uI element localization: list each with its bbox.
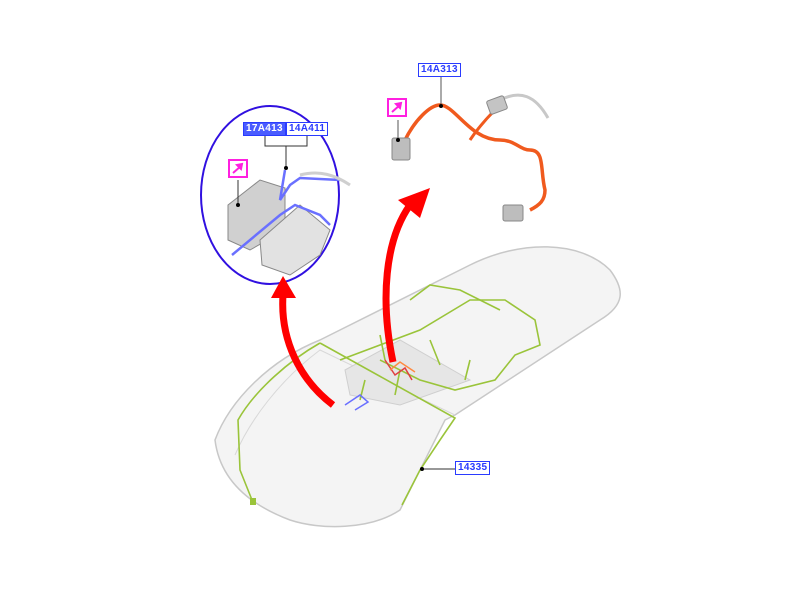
red-arrow-right	[382, 188, 430, 363]
arrow-up-right-icon	[391, 101, 403, 113]
roof-harness-14335	[237, 284, 541, 506]
arrow-up-right-icon	[232, 162, 244, 174]
upper-harness-14A313	[391, 93, 550, 222]
leader-dot	[284, 166, 288, 170]
part-label-14A313[interactable]: 14A313	[418, 63, 461, 77]
leader-dot	[420, 467, 424, 471]
part-label-17A413[interactable]: 17A413	[243, 122, 286, 136]
callout-box	[387, 98, 407, 117]
inset-module	[227, 169, 351, 276]
leader-dot	[236, 203, 240, 207]
red-arrow-left	[271, 276, 336, 408]
roof-panel	[214, 246, 621, 528]
leader-dot	[396, 138, 400, 142]
leader-dot	[439, 104, 443, 108]
part-label-14335[interactable]: 14335	[455, 461, 491, 475]
center-connectors	[344, 359, 416, 411]
callout-box	[228, 159, 248, 178]
harness-connector	[250, 498, 256, 505]
part-label-14A411[interactable]: 14A411	[286, 122, 329, 136]
leader-bracket	[264, 136, 308, 168]
